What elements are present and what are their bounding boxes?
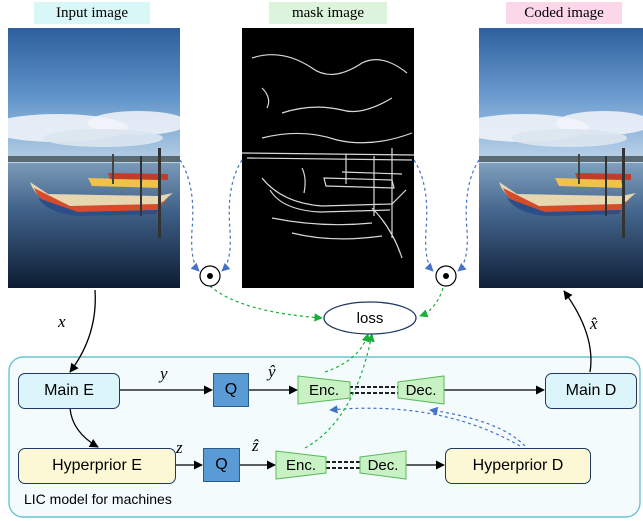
arrow-input-to-main-e bbox=[69, 289, 96, 373]
input-image-label: Input image bbox=[34, 2, 150, 24]
input-image bbox=[8, 28, 180, 288]
arrow-main-d-to-coded bbox=[563, 290, 592, 373]
main-e-block: Main E bbox=[18, 373, 120, 409]
bitstream-row1 bbox=[349, 386, 398, 394]
loss-label: loss bbox=[356, 309, 384, 327]
enc-shape-row1 bbox=[297, 375, 351, 405]
blue-hyper-to-enc bbox=[329, 405, 521, 447]
coded-image bbox=[479, 28, 643, 288]
dec-label-row1: Dec. bbox=[405, 381, 437, 399]
green-mult1-to-loss bbox=[209, 285, 323, 322]
multiply-node-left bbox=[199, 265, 221, 287]
blue-mask-to-mult2 bbox=[413, 159, 434, 272]
symbol-y: y bbox=[160, 364, 168, 383]
loss-node bbox=[323, 301, 417, 335]
dec-shape-row1 bbox=[397, 375, 445, 405]
arrow-main-e-to-hyperprior-e bbox=[69, 407, 99, 448]
q-block-row2: Q bbox=[203, 448, 240, 482]
main-d-block: Main D bbox=[545, 373, 637, 409]
blue-coded-to-mult2 bbox=[457, 159, 480, 272]
mask-image bbox=[242, 28, 414, 288]
symbol-z: z bbox=[176, 438, 183, 457]
symbol-z-hat: ẑ bbox=[252, 436, 259, 455]
q-block-row1: Q bbox=[213, 373, 249, 407]
green-enc1-to-loss bbox=[324, 333, 370, 373]
blue-hyper-to-dec bbox=[429, 406, 526, 447]
model-title: LIC model for machines bbox=[24, 491, 172, 507]
symbol-x-hat: x̂ bbox=[590, 314, 598, 333]
symbol-y-hat: ŷ bbox=[268, 362, 276, 381]
green-mult2-to-loss bbox=[419, 287, 444, 318]
dec-label-row2: Dec. bbox=[367, 456, 399, 474]
mask-image-label: mask image bbox=[269, 2, 387, 24]
hyperprior-e-block: Hyperprior E bbox=[18, 448, 176, 484]
enc-label-row2: Enc. bbox=[285, 456, 316, 474]
hyperprior-d-block: Hyperprior D bbox=[445, 448, 591, 484]
dec-shape-row2 bbox=[359, 450, 407, 480]
symbol-x: x bbox=[58, 312, 66, 331]
enc-shape-row2 bbox=[275, 450, 327, 480]
multiply-node-right bbox=[435, 265, 457, 287]
coded-image-label: Coded image bbox=[506, 2, 622, 24]
enc-label-row1: Enc. bbox=[308, 381, 339, 399]
blue-input-to-mult1 bbox=[179, 159, 200, 272]
green-enc2-to-loss bbox=[304, 333, 375, 449]
blue-mask-to-mult1 bbox=[221, 159, 243, 272]
